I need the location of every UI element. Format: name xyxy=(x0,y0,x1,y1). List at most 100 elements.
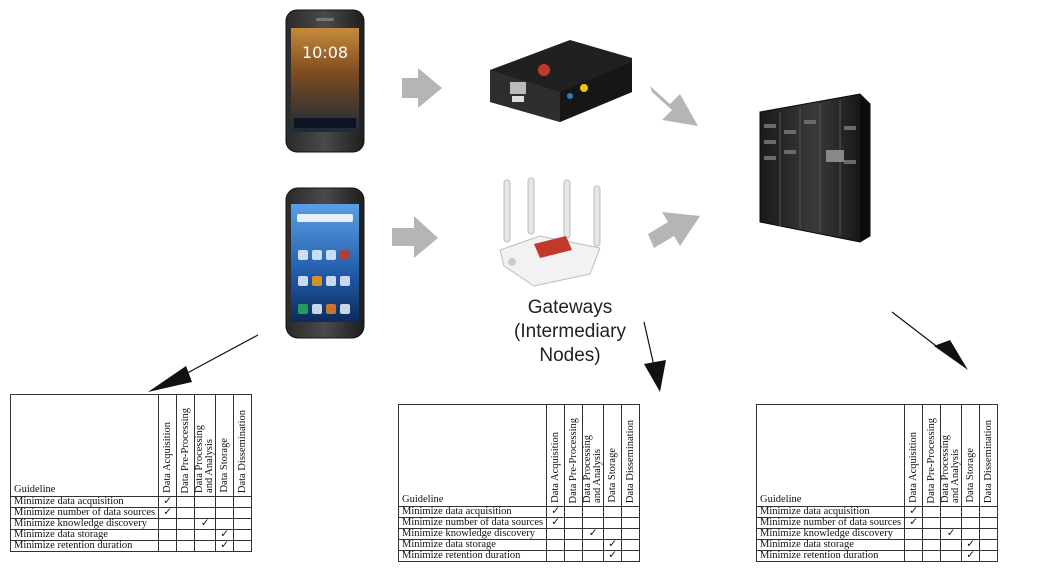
empty-cell xyxy=(603,528,623,540)
empty-cell xyxy=(961,517,981,529)
arrow-router-to-server xyxy=(648,212,700,248)
empty-cell xyxy=(158,529,178,541)
guideline-label: Minimize knowledge discovery xyxy=(755,528,906,540)
table-row: Minimize data acquisition✓ xyxy=(397,506,641,518)
guideline-label: Minimize data storage xyxy=(9,529,160,541)
empty-cell xyxy=(194,529,217,541)
arrow-phone2-to-router xyxy=(392,216,438,258)
empty-cell xyxy=(158,540,178,552)
column-header-label: Data Processing and Analysis xyxy=(582,435,604,503)
empty-cell xyxy=(233,540,253,552)
empty-cell xyxy=(233,529,253,541)
check-mark-icon: ✓ xyxy=(582,528,605,540)
gateway-caption-line-3: Nodes) xyxy=(539,345,601,366)
empty-cell xyxy=(621,550,641,562)
empty-cell xyxy=(564,506,584,518)
guideline-label: Minimize number of data sources xyxy=(755,517,906,529)
table-row: Minimize retention duration✓ xyxy=(397,550,641,562)
guideline-label: Minimize retention duration xyxy=(9,540,160,552)
arrow-phone1-to-pi xyxy=(402,68,442,108)
column-header: Data Acquisition xyxy=(158,394,178,497)
column-header-label: Data Pre-Processing xyxy=(567,417,579,503)
guideline-label: Minimize knowledge discovery xyxy=(9,518,160,530)
column-header-label: Data Dissemination xyxy=(624,419,636,503)
empty-cell xyxy=(194,496,217,508)
empty-cell xyxy=(904,550,924,562)
column-header: Data Storage xyxy=(961,404,981,507)
column-header-label: Data Dissemination xyxy=(982,419,994,503)
empty-cell xyxy=(904,539,924,551)
gateway-caption-line-2: (Intermediary xyxy=(514,321,626,342)
empty-cell xyxy=(194,540,217,552)
column-header: Data Processing and Analysis xyxy=(940,404,963,507)
table-row: Minimize data acquisition✓ xyxy=(9,496,253,508)
wireless-router-gateway-icon xyxy=(499,177,601,287)
empty-cell xyxy=(158,518,178,530)
empty-cell xyxy=(621,528,641,540)
column-header-label: Data Acquisition xyxy=(161,422,173,493)
empty-cell xyxy=(940,506,963,518)
empty-cell xyxy=(961,528,981,540)
table-row: Minimize number of data sources✓ xyxy=(755,517,999,529)
column-header-label: Data Processing and Analysis xyxy=(194,425,216,493)
guideline-header: Guideline xyxy=(397,404,548,507)
column-header-label: Data Pre-Processing xyxy=(925,417,937,503)
column-header: Data Pre-Processing xyxy=(176,394,196,497)
empty-cell xyxy=(922,528,942,540)
check-mark-icon: ✓ xyxy=(961,550,981,562)
empty-cell xyxy=(979,550,999,562)
column-header: Data Dissemination xyxy=(979,404,999,507)
gateway-caption: Gateways (Intermediary Nodes) xyxy=(490,296,650,368)
table-row: Minimize data storage ✓ xyxy=(397,539,641,551)
empty-cell xyxy=(546,528,566,540)
empty-cell xyxy=(904,528,924,540)
column-header-label: Data Processing and Analysis xyxy=(940,435,962,503)
empty-cell xyxy=(564,539,584,551)
empty-cell xyxy=(564,517,584,529)
check-mark-icon: ✓ xyxy=(546,506,566,518)
empty-cell xyxy=(940,517,963,529)
empty-cell xyxy=(582,506,605,518)
empty-cell xyxy=(603,517,623,529)
empty-cell xyxy=(564,528,584,540)
guideline-label: Minimize retention duration xyxy=(755,550,906,562)
gateway-caption-line-1: Gateways xyxy=(527,297,613,318)
flow-arrows xyxy=(392,68,700,258)
guideline-label: Minimize retention duration xyxy=(397,550,548,562)
column-header-label: Data Acquisition xyxy=(907,432,919,503)
check-mark-icon: ✓ xyxy=(194,518,217,530)
server-rack-icon xyxy=(759,93,871,243)
check-mark-icon: ✓ xyxy=(904,506,924,518)
table-row: Minimize number of data sources✓ xyxy=(9,507,253,519)
empty-cell xyxy=(961,506,981,518)
empty-cell xyxy=(922,517,942,529)
column-header: Data Storage xyxy=(215,394,235,497)
guideline-label: Minimize data acquisition xyxy=(397,506,548,518)
check-mark-icon: ✓ xyxy=(603,539,623,551)
empty-cell xyxy=(546,539,566,551)
column-header: Data Processing and Analysis xyxy=(194,394,217,497)
column-header-label: Data Storage xyxy=(606,448,618,503)
column-header: Data Pre-Processing xyxy=(922,404,942,507)
empty-cell xyxy=(233,496,253,508)
empty-cell xyxy=(621,506,641,518)
empty-cell xyxy=(922,506,942,518)
table-row: Minimize retention duration✓ xyxy=(9,540,253,552)
guideline-header: Guideline xyxy=(9,394,160,497)
empty-cell xyxy=(621,539,641,551)
table-row: Minimize knowledge discovery ✓ xyxy=(9,518,253,530)
column-header: Data Dissemination xyxy=(621,404,641,507)
empty-cell xyxy=(176,540,196,552)
empty-cell xyxy=(582,517,605,529)
check-mark-icon: ✓ xyxy=(546,517,566,529)
pointer-arrows xyxy=(148,311,968,392)
empty-cell xyxy=(979,539,999,551)
table-row: Minimize number of data sources✓ xyxy=(397,517,641,529)
guideline-label: Minimize data storage xyxy=(397,539,548,551)
check-mark-icon: ✓ xyxy=(158,496,178,508)
column-header: Data Acquisition xyxy=(904,404,924,507)
column-header: Data Storage xyxy=(603,404,623,507)
